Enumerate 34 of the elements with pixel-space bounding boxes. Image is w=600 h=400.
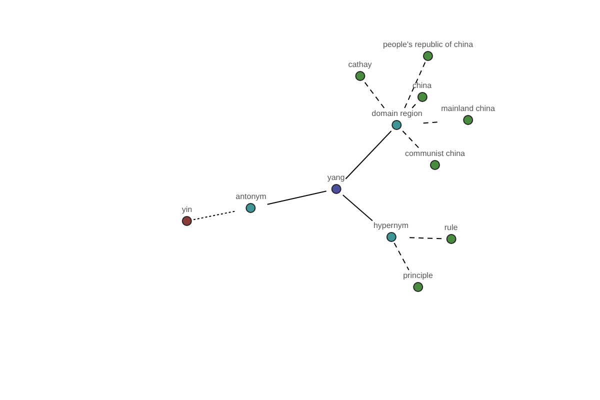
node-label: principle: [403, 271, 433, 280]
graph-node: [348, 60, 372, 81]
node-label: communist china: [404, 149, 466, 158]
node-label: yin: [182, 205, 192, 214]
connector-line: [412, 102, 418, 108]
node-label: cathay: [348, 60, 372, 69]
node-label: people's republic of china: [382, 40, 474, 49]
node-label: antonym: [236, 192, 266, 201]
connector-line: [345, 130, 392, 180]
connector-line: [192, 210, 236, 220]
node-label: mainland china: [441, 104, 495, 113]
node-label: china: [412, 81, 432, 90]
connector-line: [402, 130, 420, 148]
graph-node: [412, 81, 432, 102]
graph-node: [182, 205, 192, 226]
connector-line: [394, 242, 410, 270]
connector-line: [404, 62, 426, 108]
node-label: yang: [327, 173, 345, 182]
node-label: domain region: [372, 109, 422, 118]
graph-node: [441, 104, 495, 125]
graph-node: [372, 109, 422, 130]
graph-node: [236, 192, 266, 213]
connector-line: [409, 237, 444, 240]
node-label: rule: [444, 223, 458, 232]
graph-node: [382, 40, 474, 61]
graph-node: [404, 149, 466, 170]
graph-node: [327, 173, 345, 194]
connector-line: [364, 82, 385, 108]
graph-node: [444, 223, 458, 244]
connector-line: [342, 194, 373, 222]
connector-line: [266, 190, 327, 205]
graph-node: [403, 271, 433, 292]
graph-node: [373, 221, 409, 242]
node-label: hypernym: [373, 221, 409, 230]
